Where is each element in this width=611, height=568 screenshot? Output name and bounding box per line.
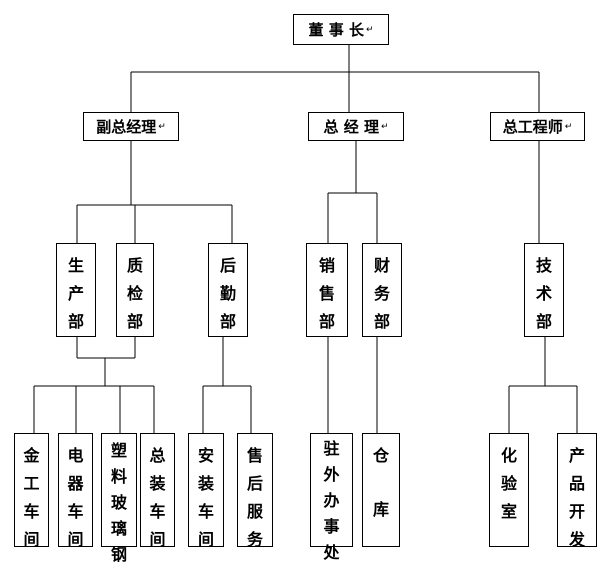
department-label: 生产部: [67, 256, 84, 331]
department-label: 销售部: [318, 256, 335, 331]
unit-box-laboratory: 化验室: [489, 433, 529, 547]
unit-label: 总装车间: [149, 446, 166, 549]
department-label: 质检部: [126, 256, 143, 331]
unit-box-after-sales: 售后服务: [237, 433, 273, 549]
unit-label: 电器车间: [67, 446, 84, 549]
return-mark: ↵: [158, 121, 166, 132]
unit-label: 售后服务: [246, 446, 263, 549]
chairman-box: 董 事 长↵: [293, 14, 389, 45]
department-box-finance: 财务部: [362, 243, 402, 337]
department-label: 财务部: [373, 256, 390, 331]
executive-label: 总工程师: [502, 118, 563, 136]
return-mark: ↵: [564, 121, 573, 132]
unit-label: 安装车间: [197, 446, 214, 549]
return-mark: ↵: [365, 24, 374, 35]
unit-box-plastic-frp: 塑料玻璃钢: [101, 433, 137, 564]
unit-box-product-development: 产品开发: [557, 433, 597, 549]
unit-box-installation: 安装车间: [188, 433, 224, 549]
executive-box-gm: 总 经 理↵: [308, 112, 404, 141]
department-label: 技术部: [535, 256, 552, 331]
unit-box-warehouse: 仓库: [362, 433, 400, 547]
executive-box-chief-engineer: 总工程师↵: [490, 112, 585, 141]
executive-label: 副总经理: [96, 118, 157, 136]
unit-box-assembly: 总装车间: [140, 433, 175, 549]
unit-label: 金工车间: [23, 446, 40, 549]
unit-box-metalwork: 金工车间: [14, 433, 49, 549]
unit-box-electrical: 电器车间: [58, 433, 93, 549]
department-box-technology: 技术部: [524, 243, 564, 337]
executive-box-vice-gm: 副总经理↵: [83, 112, 179, 141]
department-box-quality: 质检部: [116, 243, 154, 337]
unit-label: 化验室: [500, 446, 517, 521]
unit-label: 仓库: [372, 446, 389, 519]
department-box-logistics: 后勤部: [208, 243, 248, 337]
department-label: 后勤部: [219, 256, 236, 331]
return-mark: ↵: [380, 121, 389, 132]
unit-label: 产品开发: [568, 446, 585, 549]
department-box-sales: 销售部: [306, 243, 348, 337]
unit-label: 驻外办事处: [323, 439, 340, 562]
department-box-production: 生产部: [56, 243, 96, 337]
executive-label: 总 经 理: [323, 118, 379, 136]
chairman-label: 董 事 长: [308, 21, 364, 39]
unit-box-field-office: 驻外办事处: [310, 433, 353, 562]
unit-label: 塑料玻璃钢: [110, 441, 127, 564]
